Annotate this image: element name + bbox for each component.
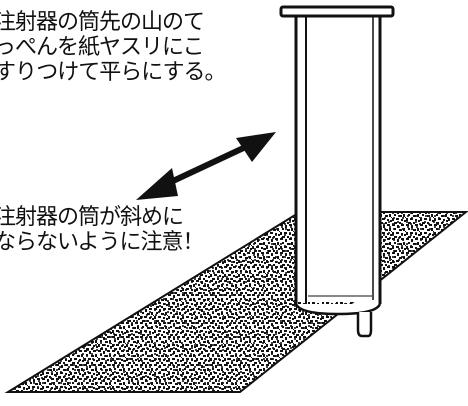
annotation-bottom-line-1: 注射器の筒が斜めに [0,205,184,230]
annotation-top: 注射器の筒先の山のてっぺんを紙ヤスリにこすりつけて平らにする。 [0,10,226,85]
syringe-tip [356,312,373,338]
annotation-top-line-3: すりつけて平らにする。 [0,60,226,85]
annotation-top-line-2: っぺんを紙ヤスリにこ [0,35,205,60]
double-headed-arrow-icon [136,132,276,200]
syringe-flange [279,5,395,18]
syringe-barrel [294,10,382,316]
annotation-top-line-1: 注射器の筒先の山のて [0,10,205,35]
annotation-bottom: 注射器の筒が斜めにならないように注意！ [0,205,205,255]
annotation-bottom-line-2: ならないように注意！ [0,230,205,255]
